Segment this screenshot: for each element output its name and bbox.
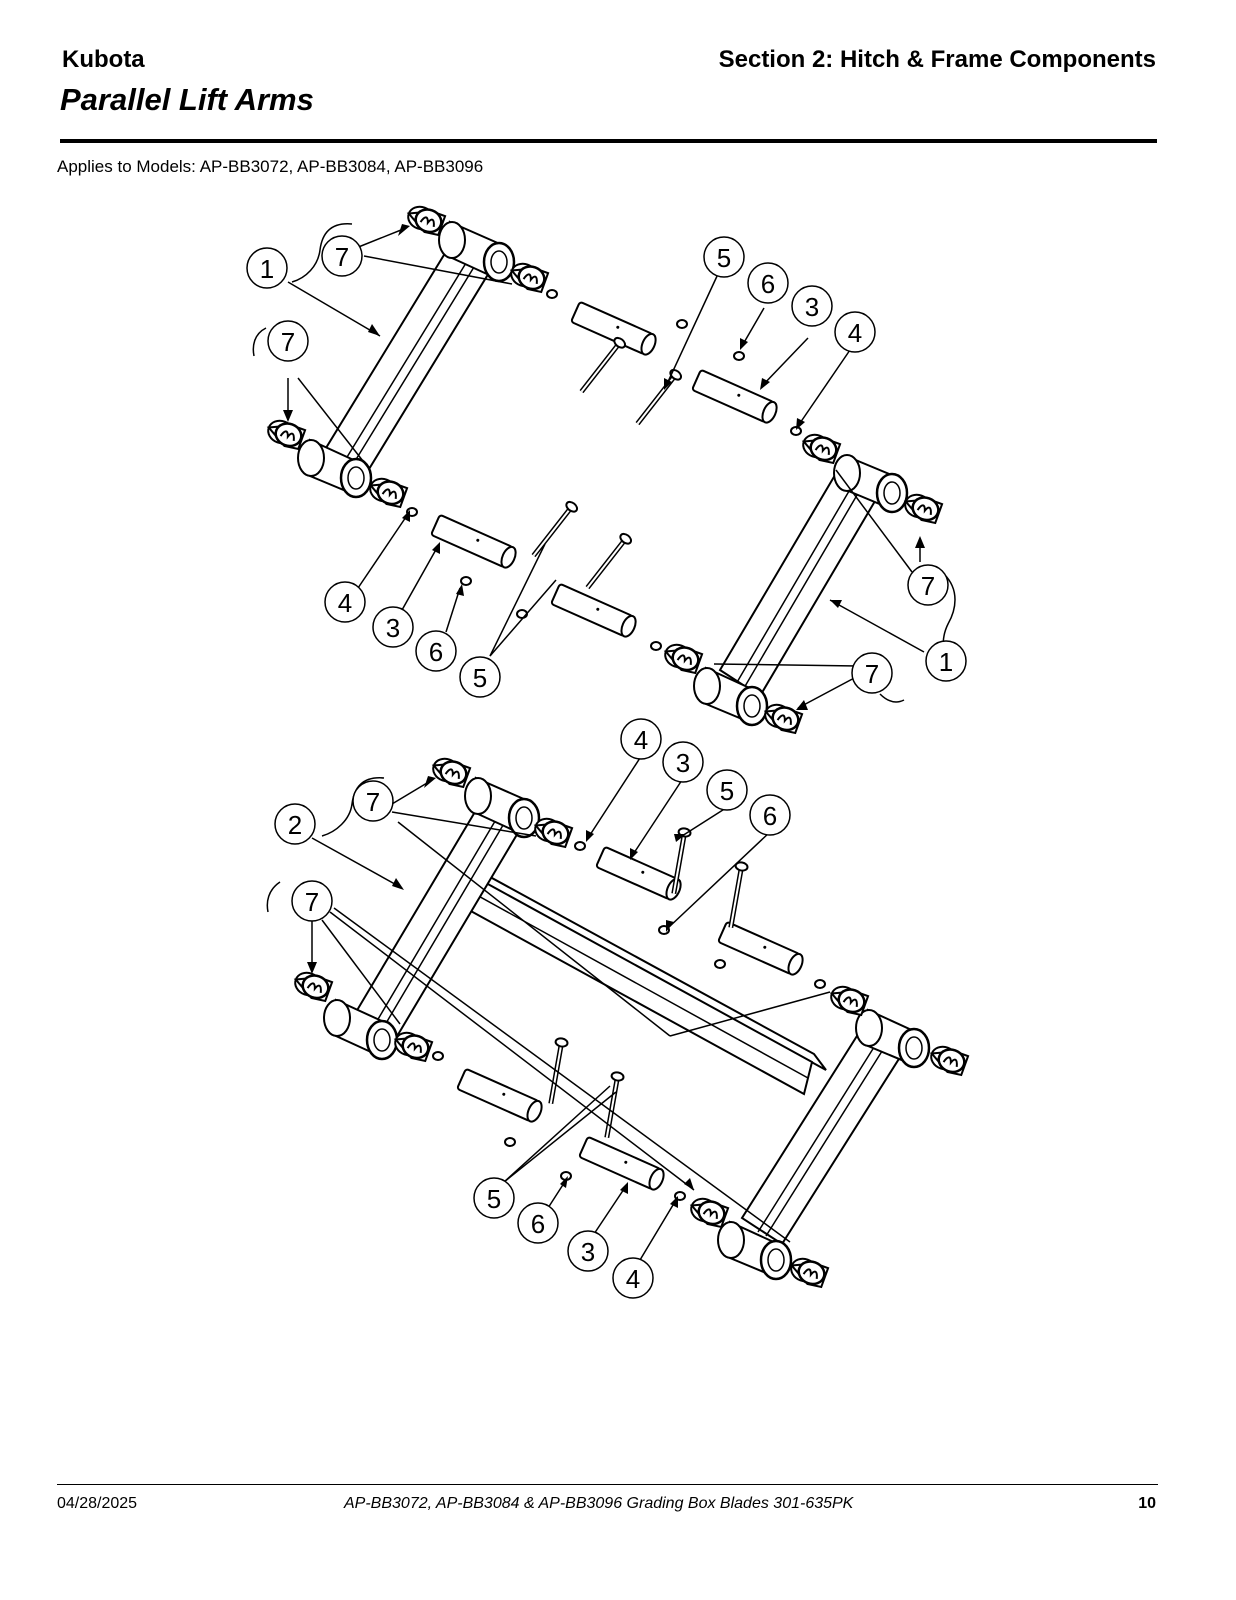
svg-text:4: 4 [634,725,648,755]
callout-2-bottom-left: 2 [274,803,316,845]
page-number: 10 [1138,1495,1156,1512]
svg-text:6: 6 [763,801,777,831]
callout-5-top-left: 5 [459,656,501,698]
callout-6-bottom-top: 6 [749,794,791,836]
svg-text:7: 7 [305,887,319,917]
svg-text:3: 3 [676,748,690,778]
svg-text:4: 4 [848,318,862,348]
callout-6-top-right: 6 [747,262,789,304]
callout-5-bottom-top: 5 [706,769,748,811]
callout-7-top-left-lower: 7 [267,320,309,362]
callout-7-bottom-left-lower: 7 [291,880,333,922]
callout-7-top-right-upper: 7 [907,564,949,606]
svg-text:5: 5 [487,1184,501,1214]
svg-text:6: 6 [429,637,443,667]
callout-3-bottom-bottom: 3 [567,1230,609,1272]
svg-text:7: 7 [335,242,349,272]
svg-text:6: 6 [531,1209,545,1239]
top-assembly: 1 7 7 5 6 3 4 7 [246,201,967,737]
footer-document-title: AP-BB3072, AP-BB3084 & AP-BB3096 Grading… [344,1495,854,1512]
callout-3-top-right: 3 [791,285,833,327]
callout-5-bottom-bottom: 5 [473,1177,515,1219]
svg-text:7: 7 [366,787,380,817]
callout-7-bottom-left-upper: 7 [352,780,394,822]
callout-6-bottom-bottom: 6 [517,1202,559,1244]
svg-text:5: 5 [717,243,731,273]
callout-6-top-left: 6 [415,630,457,672]
callout-4-bottom-top: 4 [620,718,662,760]
svg-text:3: 3 [805,292,819,322]
svg-text:2: 2 [288,810,302,840]
svg-text:5: 5 [473,663,487,693]
callout-1-top-right: 1 [925,640,967,682]
callout-4-top-right: 4 [834,311,876,353]
svg-text:1: 1 [260,254,274,284]
svg-text:3: 3 [581,1237,595,1267]
svg-text:6: 6 [761,269,775,299]
callout-3-bottom-top: 3 [662,741,704,783]
parts-diagram: 1 7 7 5 6 3 4 7 [246,201,970,1299]
svg-text:3: 3 [386,613,400,643]
footer-rule [57,1484,1158,1485]
svg-text:4: 4 [626,1264,640,1294]
applies-to-models: Applies to Models: AP-BB3072, AP-BB3084,… [57,157,484,176]
callout-7-top-left-upper: 7 [321,235,363,277]
callout-5-top-right: 5 [703,236,745,278]
callout-4-bottom-bottom: 4 [612,1257,654,1299]
svg-text:7: 7 [281,327,295,357]
footer-date: 04/28/2025 [57,1495,138,1512]
svg-text:1: 1 [939,647,953,677]
callout-3-top-left: 3 [372,606,414,648]
callout-7-top-right-lower: 7 [851,652,893,694]
svg-text:4: 4 [338,588,352,618]
brand-name: Kubota [62,46,145,73]
svg-text:5: 5 [720,776,734,806]
callout-4-top-left: 4 [324,581,366,623]
page-title: Parallel Lift Arms [60,82,314,117]
bottom-assembly: 2 7 7 4 3 5 6 5 [266,718,970,1299]
svg-text:7: 7 [865,659,879,689]
header-rule [60,139,1157,143]
callout-1-top-left: 1 [246,247,288,289]
section-title: Section 2: Hitch & Frame Components [718,46,1156,73]
svg-text:7: 7 [921,571,935,601]
